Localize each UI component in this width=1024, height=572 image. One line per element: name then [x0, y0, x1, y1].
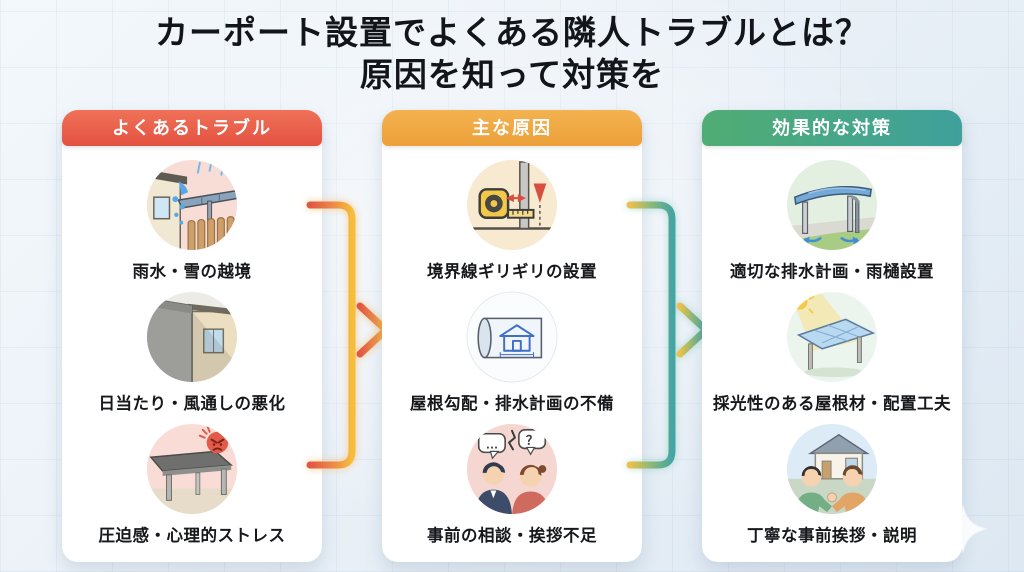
- column-troubles-header: よくあるトラブル: [62, 110, 322, 146]
- title-line-2: 原因を知って対策を: [359, 56, 665, 94]
- list-item: … ？ 事前の相談・挨拶不足: [427, 422, 597, 546]
- sparkle-icon: [938, 504, 988, 554]
- column-causes-items: 境界線ギリギリの設置: [382, 146, 642, 562]
- tape-measure-boundary-icon: [465, 158, 559, 252]
- list-item: 適切な排水計画・雨樋設置: [730, 158, 934, 282]
- bubble-left-text: …: [486, 436, 499, 451]
- item-label: 雨水・雪の越境: [132, 263, 252, 281]
- column-causes-header: 主な原因: [382, 110, 642, 146]
- daylight-roof-icon: [785, 290, 879, 384]
- list-item: 雨水・雪の越境: [133, 158, 252, 282]
- item-label: 圧迫感・心理的ストレス: [98, 527, 286, 545]
- blueprint-plan-icon: [465, 290, 559, 384]
- item-label: 境界線ギリギリの設置: [427, 263, 597, 281]
- bubble-right-text: ？: [526, 433, 539, 448]
- list-item: 境界線ギリギリの設置: [427, 158, 597, 282]
- list-item: 丁寧な事前挨拶・説明: [747, 422, 917, 546]
- column-solutions-header: 効果的な対策: [702, 110, 962, 146]
- column-causes: 主な原因: [382, 110, 642, 562]
- oppressive-stress-icon: [145, 422, 239, 516]
- list-item: 屋根勾配・排水計画の不備: [410, 290, 614, 414]
- item-label: 丁寧な事前挨拶・説明: [747, 527, 917, 545]
- item-label: 日当たり・風通しの悪化: [98, 395, 286, 413]
- list-item: 日当たり・風通しの悪化: [99, 290, 286, 414]
- sunlight-ventilation-icon: [145, 290, 239, 384]
- column-troubles: よくあるトラブル: [62, 110, 322, 562]
- list-item: 圧迫感・心理的ストレス: [99, 422, 286, 546]
- greeting-explanation-icon: [785, 422, 879, 516]
- consultation-lack-icon: … ？: [465, 422, 559, 516]
- drainage-gutter-icon: [785, 158, 879, 252]
- list-item: 採光性のある屋根材・配置工夫: [713, 290, 951, 414]
- item-label: 屋根勾配・排水計画の不備: [410, 395, 614, 413]
- column-solutions-items: 適切な排水計画・雨樋設置: [702, 146, 962, 562]
- column-troubles-items: 雨水・雪の越境: [62, 146, 322, 562]
- page-title: カーポート設置でよくある隣人トラブルとは？ 原因を知って対策を: [0, 12, 1024, 96]
- rain-snow-overflow-icon: [145, 158, 239, 252]
- item-label: 適切な排水計画・雨樋設置: [730, 263, 934, 281]
- title-line-1: カーポート設置でよくある隣人トラブルとは？: [155, 14, 869, 51]
- column-solutions: 効果的な対策: [702, 110, 962, 562]
- item-label: 事前の相談・挨拶不足: [427, 527, 597, 545]
- item-label: 採光性のある屋根材・配置工夫: [713, 395, 951, 413]
